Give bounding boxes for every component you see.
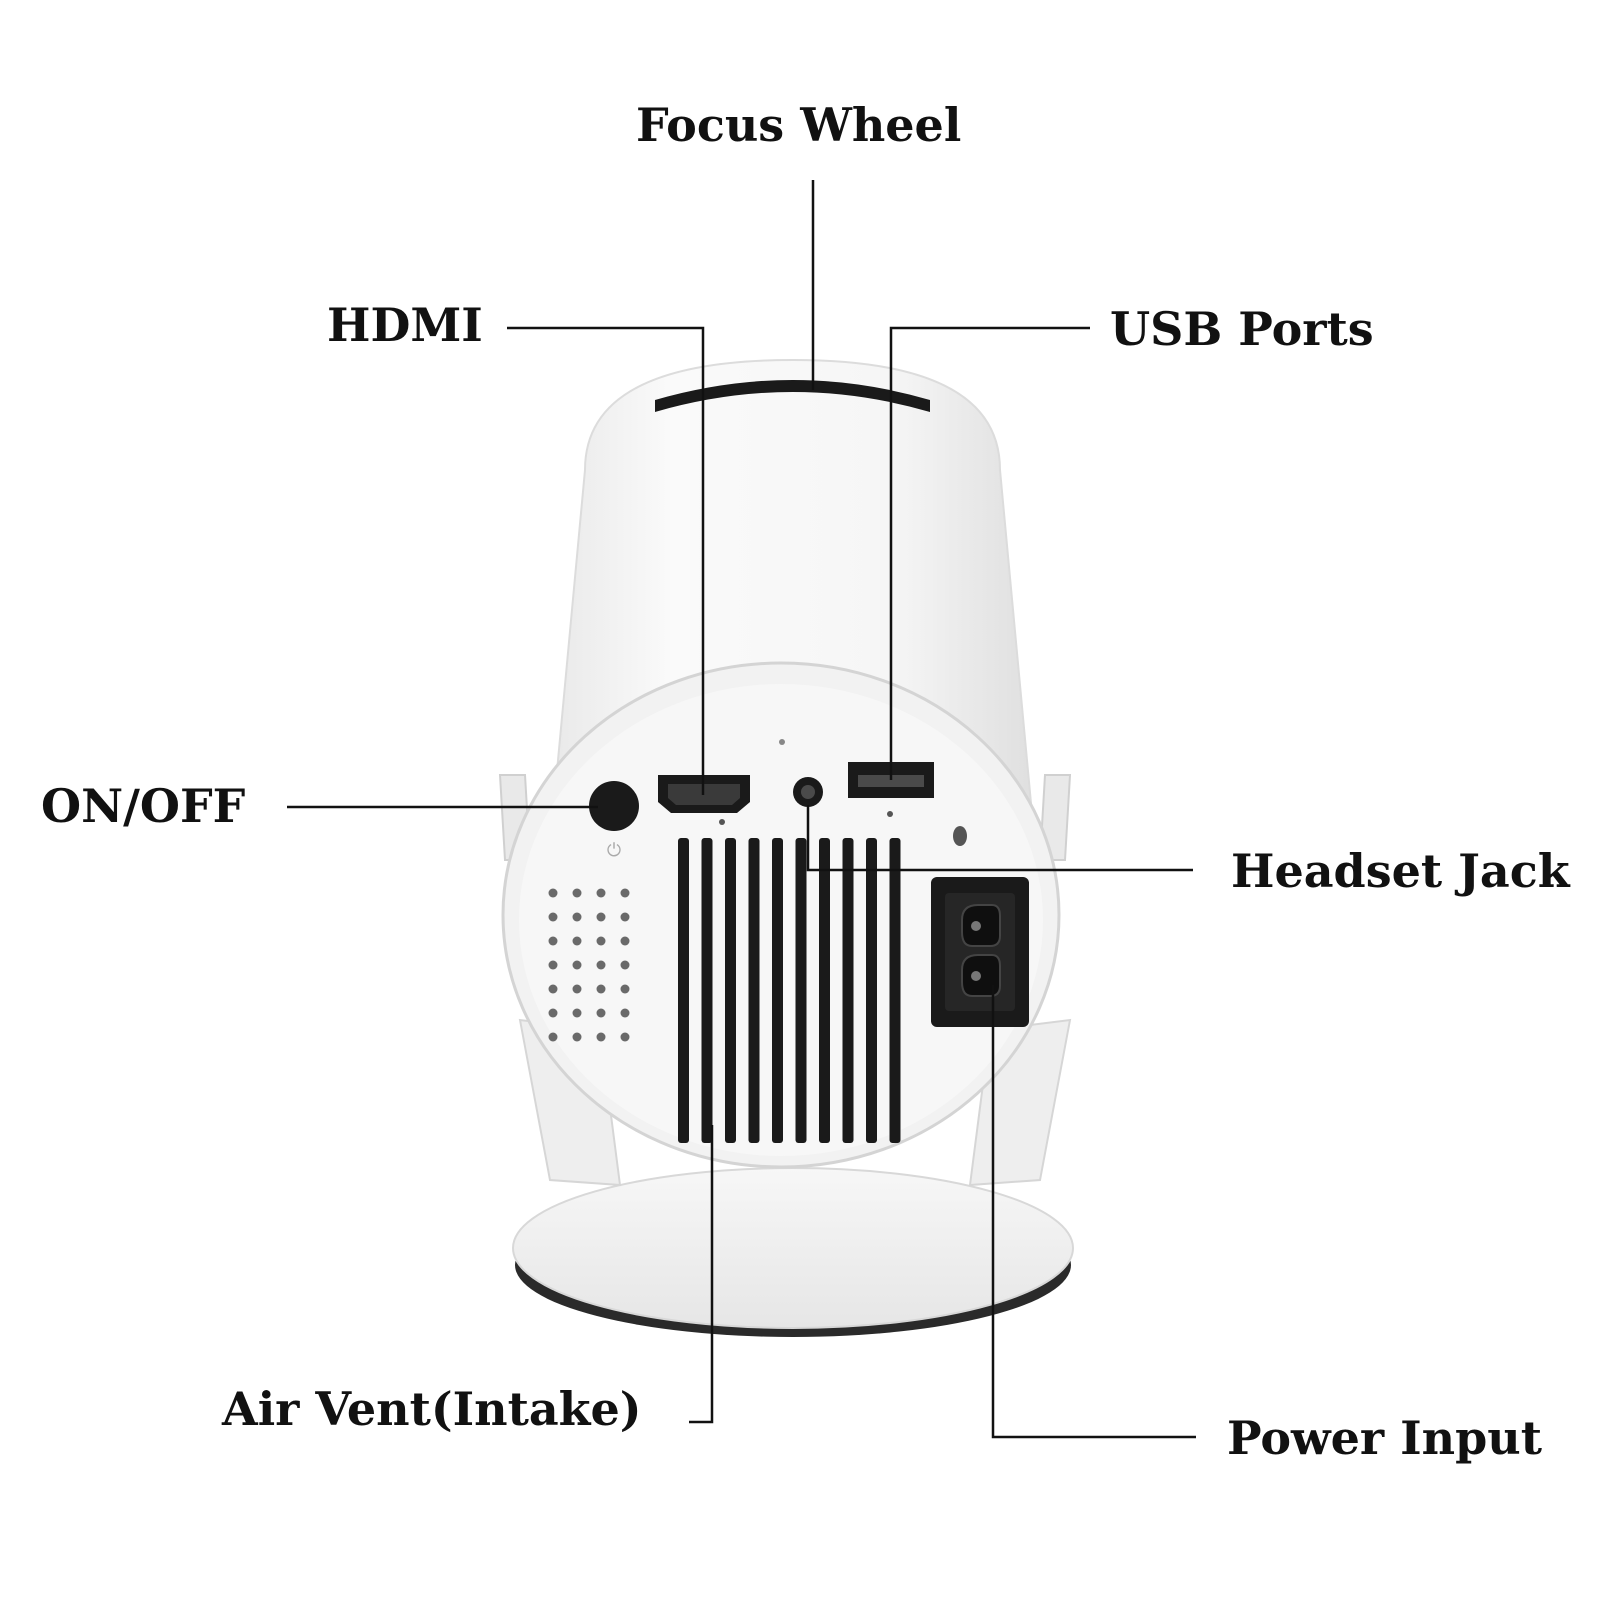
leader-usb-ports <box>889 326 1090 780</box>
speaker-hole <box>548 912 558 922</box>
speaker-hole <box>620 960 630 970</box>
leader-power-input <box>991 985 1196 1439</box>
label-on-off: ON/OFF <box>41 779 246 833</box>
speaker-hole <box>596 888 606 898</box>
speaker-hole <box>572 1008 582 1018</box>
vent-slot <box>819 838 830 1143</box>
speaker-hole <box>572 936 582 946</box>
power-button <box>589 781 639 831</box>
label-usb-ports: USB Ports <box>1110 302 1374 356</box>
indicator-hole <box>779 739 785 745</box>
speaker-hole <box>548 888 558 898</box>
speaker-hole <box>620 984 630 994</box>
base-top <box>512 1167 1074 1329</box>
speaker-hole <box>572 960 582 970</box>
label-air-vent: Air Vent(Intake) <box>222 1382 642 1436</box>
speaker-hole <box>548 960 558 970</box>
vent-slot <box>795 838 807 1143</box>
speaker-hole <box>596 1008 606 1018</box>
vent-slot <box>748 838 760 1143</box>
speaker-hole <box>548 936 558 946</box>
speaker-hole <box>596 936 606 946</box>
label-headset-jack: Headset Jack <box>1231 844 1570 898</box>
speaker-hole <box>572 1032 582 1042</box>
vent-slot <box>725 838 736 1143</box>
vent-slot <box>678 838 689 1143</box>
vent-slot <box>772 838 783 1143</box>
power-symbol-icon: ⏻ <box>607 840 621 861</box>
vent-slot <box>866 838 877 1143</box>
vent-slot <box>701 838 713 1143</box>
label-power-input: Power Input <box>1227 1411 1542 1465</box>
label-hdmi: HDMI <box>327 298 483 352</box>
speaker-hole <box>620 936 630 946</box>
air-vent-slots <box>678 838 901 1143</box>
leader-headset-jack <box>806 805 1193 872</box>
speaker-hole <box>572 888 582 898</box>
vent-slot <box>889 838 901 1143</box>
speaker-hole <box>620 888 630 898</box>
speaker-hole <box>596 1032 606 1042</box>
speaker-hole <box>596 984 606 994</box>
speaker-hole <box>620 1032 630 1042</box>
leader-hdmi <box>507 326 705 795</box>
reset-hole <box>953 826 967 846</box>
vent-slot <box>842 838 854 1143</box>
speaker-hole <box>596 912 606 922</box>
speaker-hole <box>596 960 606 970</box>
speaker-hole <box>620 1008 630 1018</box>
speaker-hole <box>548 1032 558 1042</box>
leader-lines <box>287 180 1196 1439</box>
focus-wheel <box>655 380 930 412</box>
label-focus-wheel: Focus Wheel <box>636 98 962 152</box>
speaker-grille <box>548 888 630 1042</box>
speaker-hole <box>572 984 582 994</box>
speaker-hole <box>548 1008 558 1018</box>
speaker-hole <box>548 984 558 994</box>
speaker-hole <box>572 912 582 922</box>
speaker-hole <box>620 912 630 922</box>
leader-air-vent <box>689 1125 714 1424</box>
